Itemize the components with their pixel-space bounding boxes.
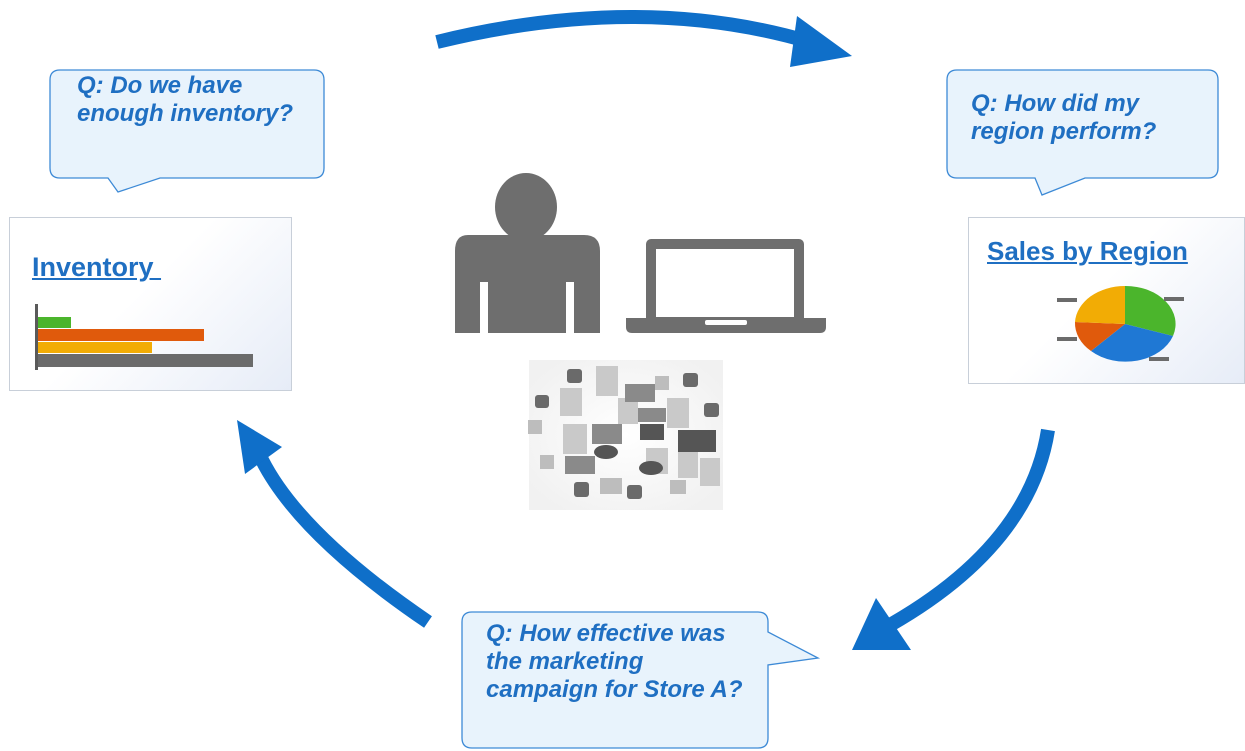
inventory-bar-orange bbox=[38, 329, 204, 341]
pie-slice-green bbox=[1125, 285, 1176, 336]
arrow-left bbox=[255, 456, 432, 628]
cube-icons bbox=[528, 376, 686, 494]
pie-label-line bbox=[1149, 357, 1169, 361]
arrow-left-head bbox=[237, 420, 282, 474]
pie-slices bbox=[1074, 285, 1176, 362]
facebook-icon bbox=[683, 373, 698, 387]
bubble-region bbox=[946, 69, 1219, 196]
pie-label-line bbox=[1164, 297, 1184, 301]
question-region: Q: How did my region perform? bbox=[971, 90, 1157, 145]
inventory-card: Inventory bbox=[9, 217, 292, 391]
inventory-bar-green bbox=[38, 317, 71, 328]
sales-pie-chart bbox=[1057, 285, 1184, 362]
arrow-right-head bbox=[852, 598, 911, 650]
pie-label-line bbox=[1057, 337, 1077, 341]
pie-slice-orange bbox=[1074, 322, 1125, 351]
sales-card-title: Sales by Region bbox=[987, 236, 1188, 266]
pie-slice-blue bbox=[1091, 324, 1173, 362]
person-icon bbox=[455, 173, 600, 333]
inventory-card-title: Inventory bbox=[32, 252, 162, 282]
arrow-top bbox=[435, 10, 812, 49]
folder-icons bbox=[565, 384, 666, 474]
pie-label-line bbox=[1057, 298, 1077, 302]
arrow-right bbox=[886, 428, 1055, 632]
laptop-icon bbox=[626, 239, 826, 333]
bubble-inventory bbox=[49, 69, 325, 193]
inventory-bar-yellow bbox=[38, 342, 152, 353]
twitter-icon bbox=[567, 369, 582, 383]
question-inventory: Q: Do we have enough inventory? bbox=[77, 72, 293, 127]
inventory-bar-gray bbox=[38, 354, 253, 367]
twitter-icon bbox=[704, 403, 719, 417]
database-icons bbox=[594, 424, 716, 475]
arrow-top-head bbox=[790, 16, 852, 67]
document-icons bbox=[560, 366, 720, 486]
twitter-icon bbox=[627, 485, 642, 499]
pie-slice-yellow bbox=[1075, 285, 1125, 324]
social-icons bbox=[535, 369, 719, 499]
inventory-axis bbox=[35, 304, 38, 370]
facebook-icon bbox=[574, 482, 589, 497]
facebook-icon bbox=[535, 395, 549, 408]
inventory-bar-chart bbox=[35, 304, 253, 370]
question-marketing: Q: How effective was the marketing campa… bbox=[486, 620, 743, 703]
bubble-marketing bbox=[461, 611, 821, 749]
